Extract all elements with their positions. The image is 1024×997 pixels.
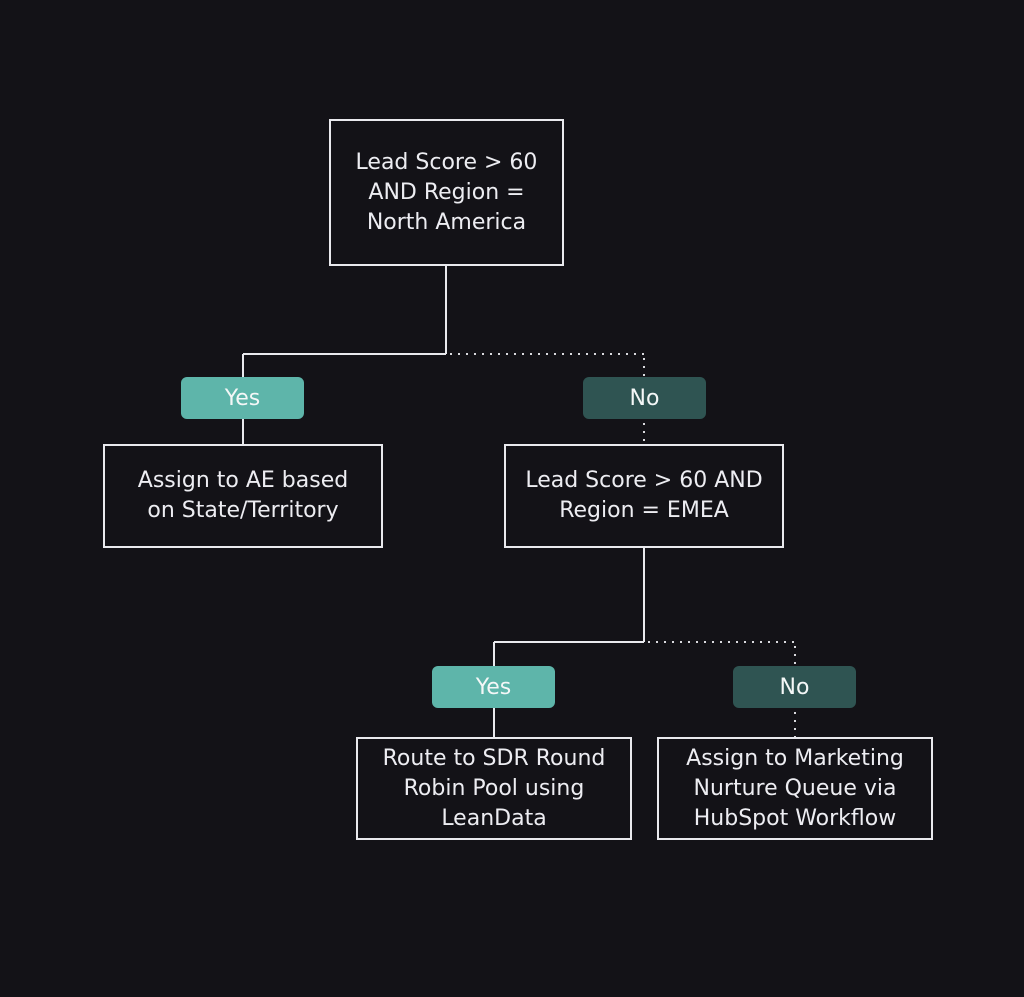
action-node-sdr-pool: Route to SDR Round Robin Pool using Lean… xyxy=(356,737,632,840)
branch-label-emea-yes: Yes xyxy=(432,666,555,708)
action-node-assign-ae: Assign to AE based on State/Territory xyxy=(103,444,383,548)
branch-label-root-yes: Yes xyxy=(181,377,304,419)
branch-label-emea-no: No xyxy=(733,666,856,708)
decision-node-emea: Lead Score > 60 AND Region = EMEA xyxy=(504,444,784,548)
action-node-nurture-queue: Assign to Marketing Nurture Queue via Hu… xyxy=(657,737,933,840)
decision-node-north-america: Lead Score > 60 AND Region = North Ameri… xyxy=(329,119,564,266)
branch-label-root-no: No xyxy=(583,377,706,419)
